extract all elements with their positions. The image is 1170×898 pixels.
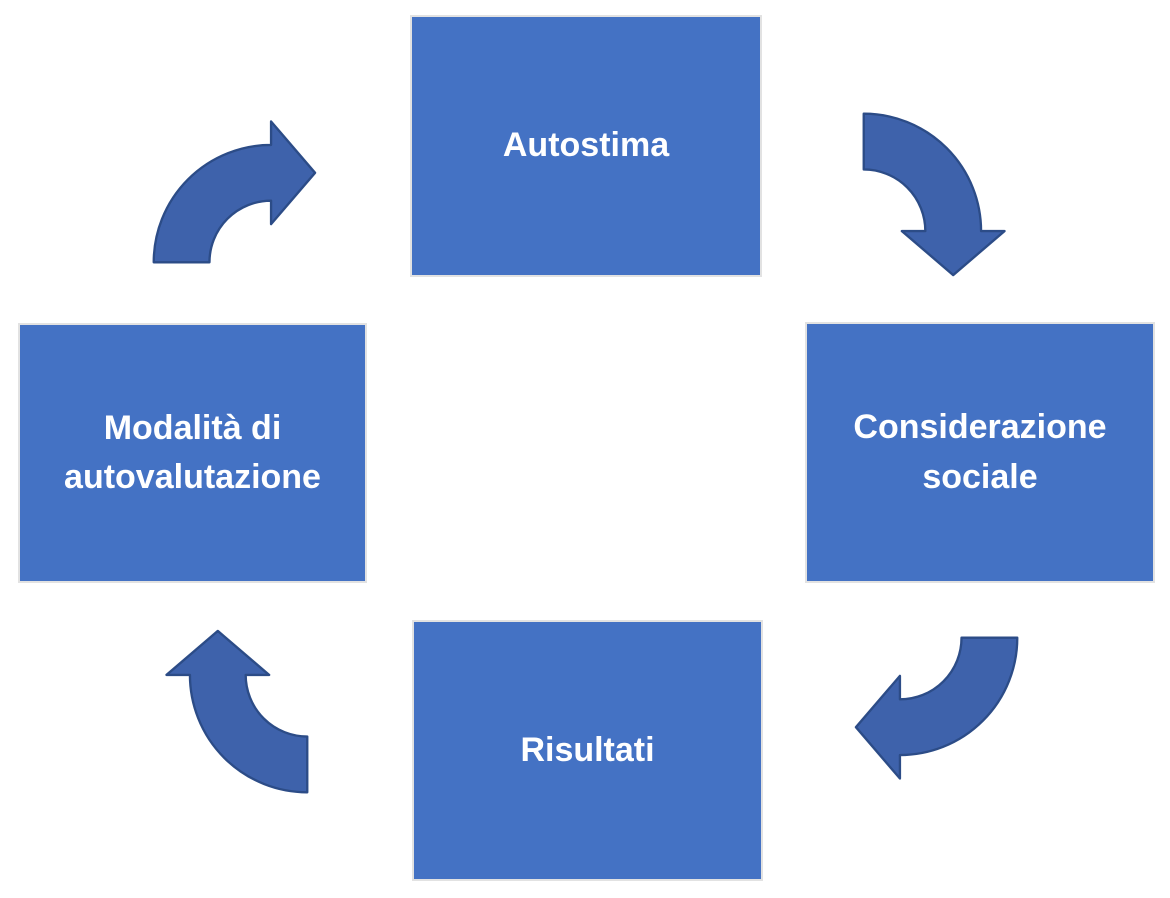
node-modalita-di-autovalutazione: Modalità di autovalutazione — [18, 323, 367, 583]
curved-arrow-top-right-icon — [862, 112, 1006, 277]
node-autostima: Autostima — [410, 15, 762, 277]
node-risultati-label: Risultati — [520, 730, 655, 769]
node-risultati: Risultati — [412, 620, 763, 881]
curved-arrow-bottom-left-icon — [165, 629, 309, 794]
node-considerazione-sociale-label: Considerazione sociale — [853, 408, 1107, 496]
curved-arrow-bottom-right-icon — [854, 636, 1019, 780]
node-autostima-label: Autostima — [502, 126, 670, 165]
curved-arrow-top-left-icon — [152, 120, 317, 264]
node-modalita-di-autovalutazione-label: Modalità di autovalutazione — [64, 408, 321, 496]
node-considerazione-sociale: Considerazione sociale — [805, 322, 1155, 583]
